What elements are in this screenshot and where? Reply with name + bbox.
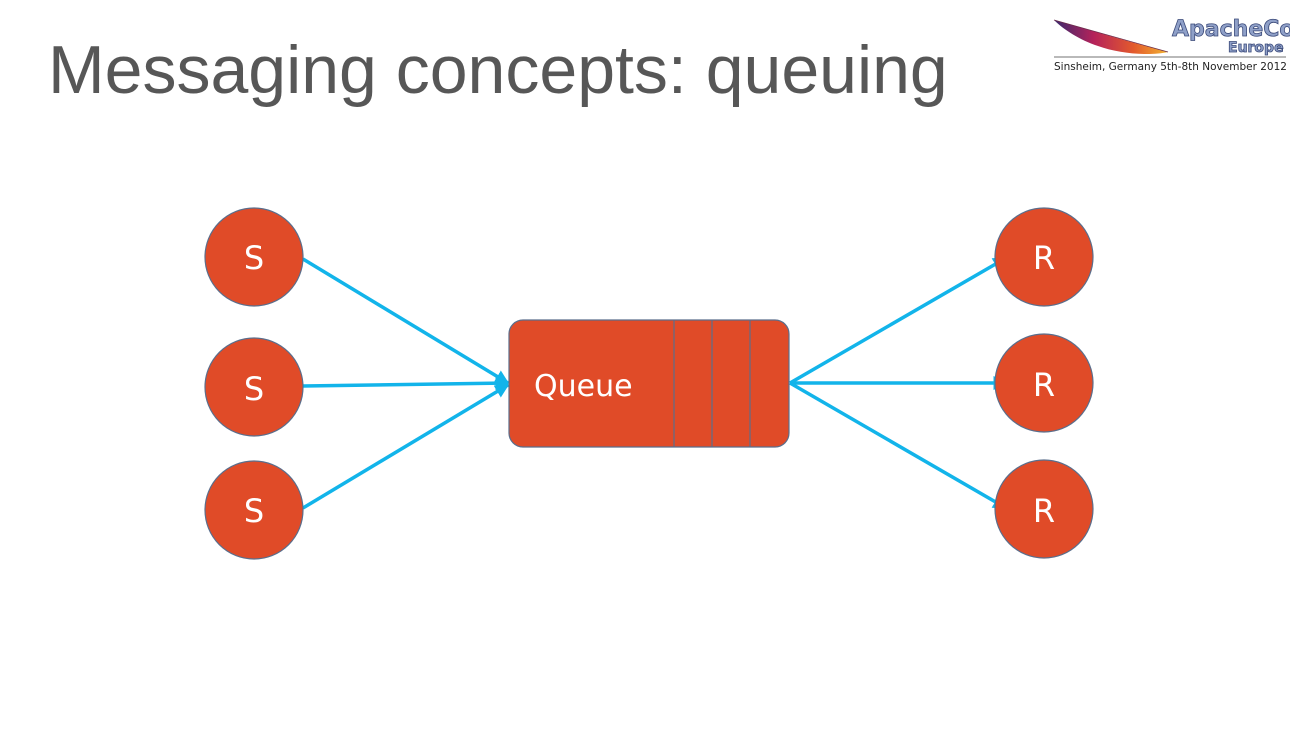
- receiver-label: R: [1033, 492, 1055, 530]
- sender-node: S: [204, 207, 304, 307]
- sender-label: S: [244, 370, 264, 408]
- arrow-sender-3: [302, 383, 510, 510]
- arrow-receiver-1: [789, 256, 1008, 385]
- logo-tagline: Sinsheim, Germany 5th-8th November 2012: [1054, 61, 1287, 73]
- sender-label: S: [244, 239, 264, 277]
- logo-brand-text: ApacheCon: [1172, 17, 1290, 42]
- logo-region-text: Europe: [1228, 40, 1284, 56]
- arrow-sender-1: [302, 257, 510, 385]
- slide-title: Messaging concepts: queuing: [48, 32, 948, 108]
- queue-box: Queue: [508, 319, 790, 448]
- sender-node: S: [204, 337, 304, 437]
- receiver-node: R: [994, 459, 1094, 559]
- receiver-node: R: [994, 207, 1094, 307]
- sender-label: S: [244, 492, 264, 530]
- queue-label: Queue: [534, 369, 633, 404]
- receiver-label: R: [1033, 366, 1055, 404]
- arrow-sender-2: [302, 376, 510, 391]
- receiver-node: R: [994, 333, 1094, 433]
- queue-body: [508, 319, 790, 448]
- apachecon-logo: ApacheCon Europe Sinsheim, Germany 5th-8…: [1053, 17, 1290, 73]
- feather-icon: [1053, 19, 1169, 54]
- receiver-label: R: [1033, 239, 1055, 277]
- receiver-arrows: [789, 256, 1008, 510]
- sender-node: S: [204, 460, 304, 560]
- arrow-receiver-3: [789, 381, 1008, 510]
- sender-arrows: [302, 257, 510, 510]
